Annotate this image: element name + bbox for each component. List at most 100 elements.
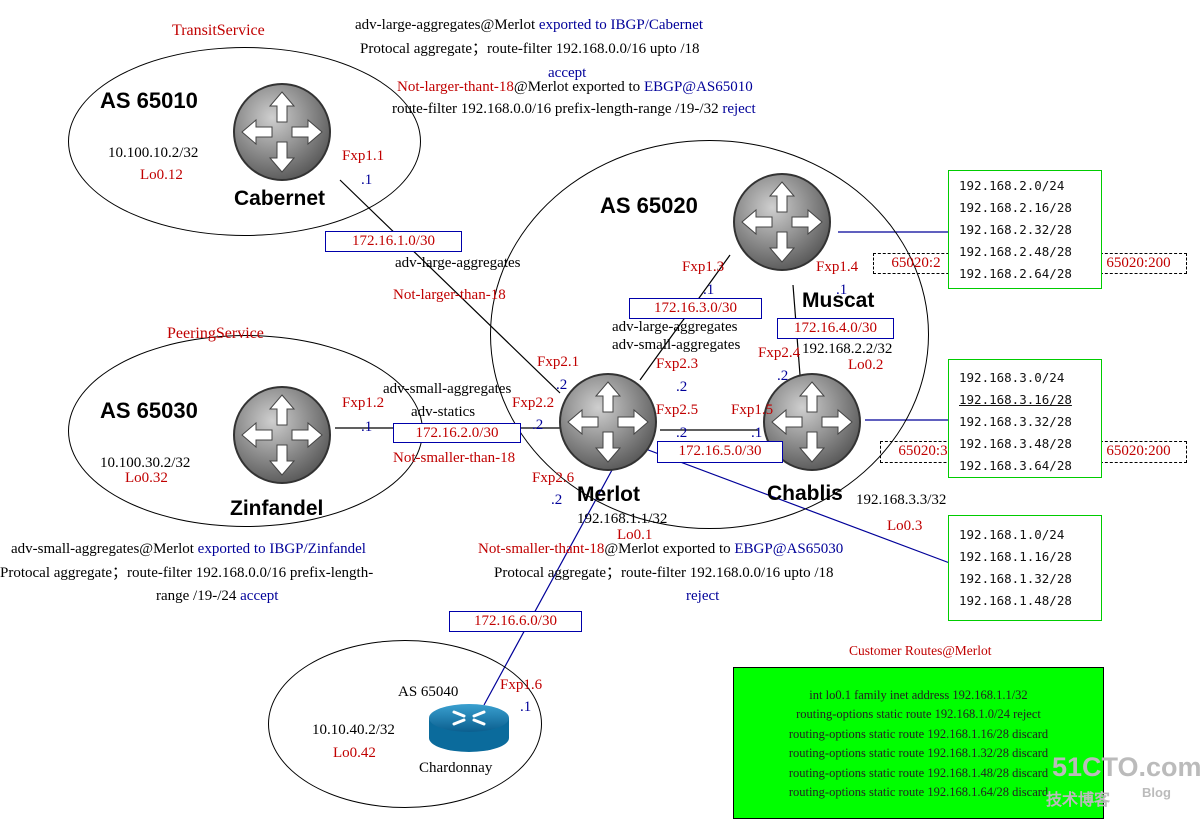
route-table-muscat: 192.168.2.0/24 192.168.2.16/28 192.168.2… xyxy=(948,170,1102,289)
left-policy-line3: range /19-/24 accept xyxy=(156,588,278,605)
muscat-lo: Lo0.2 xyxy=(848,357,884,373)
peering-service-label: PeeringService xyxy=(167,325,264,342)
right-policy-line3: reject xyxy=(686,588,720,604)
iface-dot-22: .2 xyxy=(532,417,544,433)
watermark-main: 51CTO.com xyxy=(1052,752,1202,782)
cisco-router-icon xyxy=(429,704,509,752)
iface-fxp15: Fxp1.5 xyxy=(731,402,774,418)
link-policy-adv-large-2: adv-large-aggregates xyxy=(612,319,738,335)
link-policy-adv-small-2: adv-small-aggregates xyxy=(612,337,741,353)
iface-fxp16: Fxp1.6 xyxy=(500,677,543,693)
as65010-ellipse xyxy=(68,47,421,236)
right-policy-line2: Protocal aggregate；route-filter 192.168.… xyxy=(494,565,834,581)
as65030-label: AS 65030 xyxy=(100,398,198,423)
iface-fxp26: Fxp2.6 xyxy=(532,470,575,486)
customer-routes-title: Customer Routes@Merlot xyxy=(849,643,992,658)
router-name-muscat: Muscat xyxy=(802,289,875,312)
iface-dot-15: .1 xyxy=(751,425,763,441)
top-policy-line5-blue: reject xyxy=(722,101,756,117)
iface-dot-14: .1 xyxy=(836,282,848,298)
route-entry: 192.168.2.64/28 xyxy=(959,266,1072,281)
chablis-ip: 192.168.3.3/32 xyxy=(856,492,947,508)
route-entry: 192.168.2.32/28 xyxy=(959,222,1072,237)
iface-fxp21: Fxp2.1 xyxy=(537,354,580,370)
iface-fxp13: Fxp1.3 xyxy=(682,259,725,275)
link-policy-adv-small-1: adv-small-aggregates xyxy=(383,381,512,397)
watermark-blog: Blog xyxy=(1142,785,1171,800)
route-entry: 192.168.1.32/28 xyxy=(959,571,1072,586)
iface-fxp11: Fxp1.1 xyxy=(342,148,385,164)
as65020-label: AS 65020 xyxy=(600,193,698,218)
iface-dot-21: .2 xyxy=(556,377,568,393)
route-entry: 192.168.1.0/24 xyxy=(959,527,1065,542)
iface-dot-16: .1 xyxy=(520,699,532,715)
cabernet-lo: Lo0.12 xyxy=(140,167,183,183)
subnet-box-5: 172.16.5.0/30 xyxy=(657,441,783,463)
right-policy-line1-black: @Merlot exported to xyxy=(604,541,735,557)
config-line: routing-options static route 192.168.1.4… xyxy=(788,765,1049,780)
route-entry: 192.168.2.0/24 xyxy=(959,178,1065,193)
iface-dot-13: .1 xyxy=(703,282,715,298)
router-icon xyxy=(763,373,861,471)
top-policy-line5-black: route-filter 192.168.0.0/16 prefix-lengt… xyxy=(392,101,723,117)
top-policy-line4: Not-larger-thant-18@Merlot exported to E… xyxy=(397,79,753,96)
cabernet-ip: 10.100.10.2/32 xyxy=(108,145,199,161)
router-icon xyxy=(733,173,831,271)
left-policy-line3-black: range /19-/24 xyxy=(156,588,241,604)
merlot-lo: Lo0.1 xyxy=(617,527,653,543)
route-table-chablis: 192.168.3.0/24 192.168.3.16/28 192.168.3… xyxy=(948,359,1102,478)
left-policy-line3-blue: accept xyxy=(240,588,279,604)
router-name-chablis: Chablis xyxy=(767,482,843,505)
zinfandel-ip: 10.100.30.2/32 xyxy=(100,455,191,471)
left-policy-line2: Protocal aggregate；route-filter 192.168.… xyxy=(0,565,374,581)
chablis-lo: Lo0.3 xyxy=(887,518,923,534)
link-policy-not-smaller: Not-smaller-than-18 xyxy=(393,450,516,466)
route-entry: 192.168.3.0/24 xyxy=(959,370,1065,385)
iface-dot-23: .2 xyxy=(676,379,688,395)
route-entry: 192.168.3.16/28 xyxy=(959,392,1072,407)
right-policy-line1-red: Not-smaller-thant-18 xyxy=(478,541,605,557)
community-muscat-right: 65020:200 xyxy=(1090,253,1187,274)
top-policy-line4-blue: EBGP@AS65010 xyxy=(643,79,753,95)
as65020-ellipse xyxy=(490,140,929,529)
link-policy-not-larger: Not-larger-than-18 xyxy=(393,287,506,303)
community-chablis-right: 65020:200 xyxy=(1090,441,1187,463)
muscat-ip: 192.168.2.2/32 xyxy=(802,341,893,357)
router-icon xyxy=(233,386,331,484)
route-entry: 192.168.3.32/28 xyxy=(959,414,1072,429)
chardonnay-lo: Lo0.42 xyxy=(333,745,376,761)
top-policy-line3: accept xyxy=(548,65,587,81)
subnet-box-4: 172.16.4.0/30 xyxy=(777,318,894,339)
subnet-box-2: 172.16.2.0/30 xyxy=(393,423,521,443)
right-policy-line1-blue: EBGP@AS65030 xyxy=(734,541,844,557)
chardonnay-ip: 10.10.40.2/32 xyxy=(312,722,395,738)
left-policy-line1-blue: exported to IBGP/Zinfandel xyxy=(197,541,366,557)
router-icon xyxy=(233,83,331,181)
community-muscat-left: 65020:2 xyxy=(873,253,959,274)
iface-fxp25: Fxp2.5 xyxy=(656,402,699,418)
merlot-ip: 192.168.1.1/32 xyxy=(577,511,668,527)
top-policy-line4-black: @Merlot exported to xyxy=(513,79,644,95)
top-policy-line1: adv-large-aggregates@Merlot exported to … xyxy=(355,17,703,34)
as65040-label: AS 65040 xyxy=(398,684,459,700)
top-policy-line5: route-filter 192.168.0.0/16 prefix-lengt… xyxy=(392,101,756,118)
zinfandel-lo: Lo0.32 xyxy=(125,470,168,486)
iface-fxp24: Fxp2.4 xyxy=(758,345,801,361)
subnet-box-6: 172.16.6.0/30 xyxy=(449,611,582,632)
top-policy-line1-blue: exported to IBGP/Cabernet xyxy=(535,17,704,33)
route-entry: 192.168.3.64/28 xyxy=(959,458,1072,473)
config-line: routing-options static route 192.168.1.1… xyxy=(788,726,1049,741)
iface-dot-25: .2 xyxy=(676,425,688,441)
subnet-box-1: 172.16.1.0/30 xyxy=(325,231,462,252)
router-name-zinfandel: Zinfandel xyxy=(230,497,324,520)
router-name-chardonnay: Chardonnay xyxy=(419,760,493,776)
route-entry: 192.168.1.16/28 xyxy=(959,549,1072,564)
top-policy-line2: Protocal aggregate；route-filter 192.168.… xyxy=(360,41,700,57)
route-entry: 192.168.1.48/28 xyxy=(959,593,1072,608)
router-name-merlot: Merlot xyxy=(577,483,640,506)
config-line: int lo0.1 family inet address 192.168.1.… xyxy=(809,688,1028,702)
route-entry: 192.168.2.48/28 xyxy=(959,244,1072,259)
route-entry: 192.168.2.16/28 xyxy=(959,200,1072,215)
router-icon xyxy=(559,373,657,471)
